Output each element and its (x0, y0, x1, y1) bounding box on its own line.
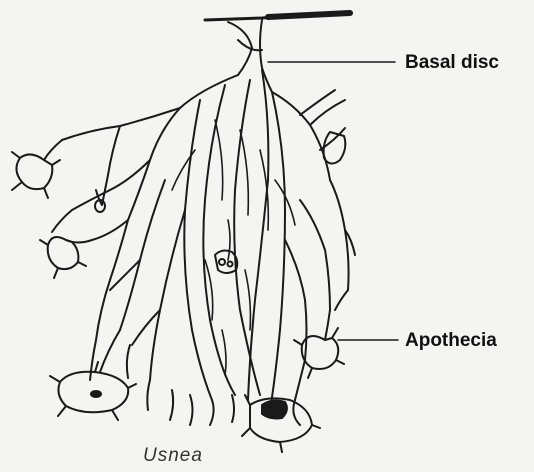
basal-disc-label: Basal disc (405, 52, 499, 74)
apothecium-upper-right (324, 132, 346, 164)
apothecia-label: Apothecia (405, 330, 497, 352)
substrate-twig (205, 12, 350, 20)
apothecium-bottom-left (50, 362, 136, 420)
apothecium-cluster-center (215, 251, 237, 273)
branch-tips-bottom (170, 390, 234, 425)
apothecium-upper-left (12, 152, 60, 198)
apothecium-bottom-center (242, 395, 320, 452)
thallus-main-body (62, 70, 330, 410)
left-branches (44, 108, 185, 410)
figure-caption: Usnea (143, 445, 203, 467)
